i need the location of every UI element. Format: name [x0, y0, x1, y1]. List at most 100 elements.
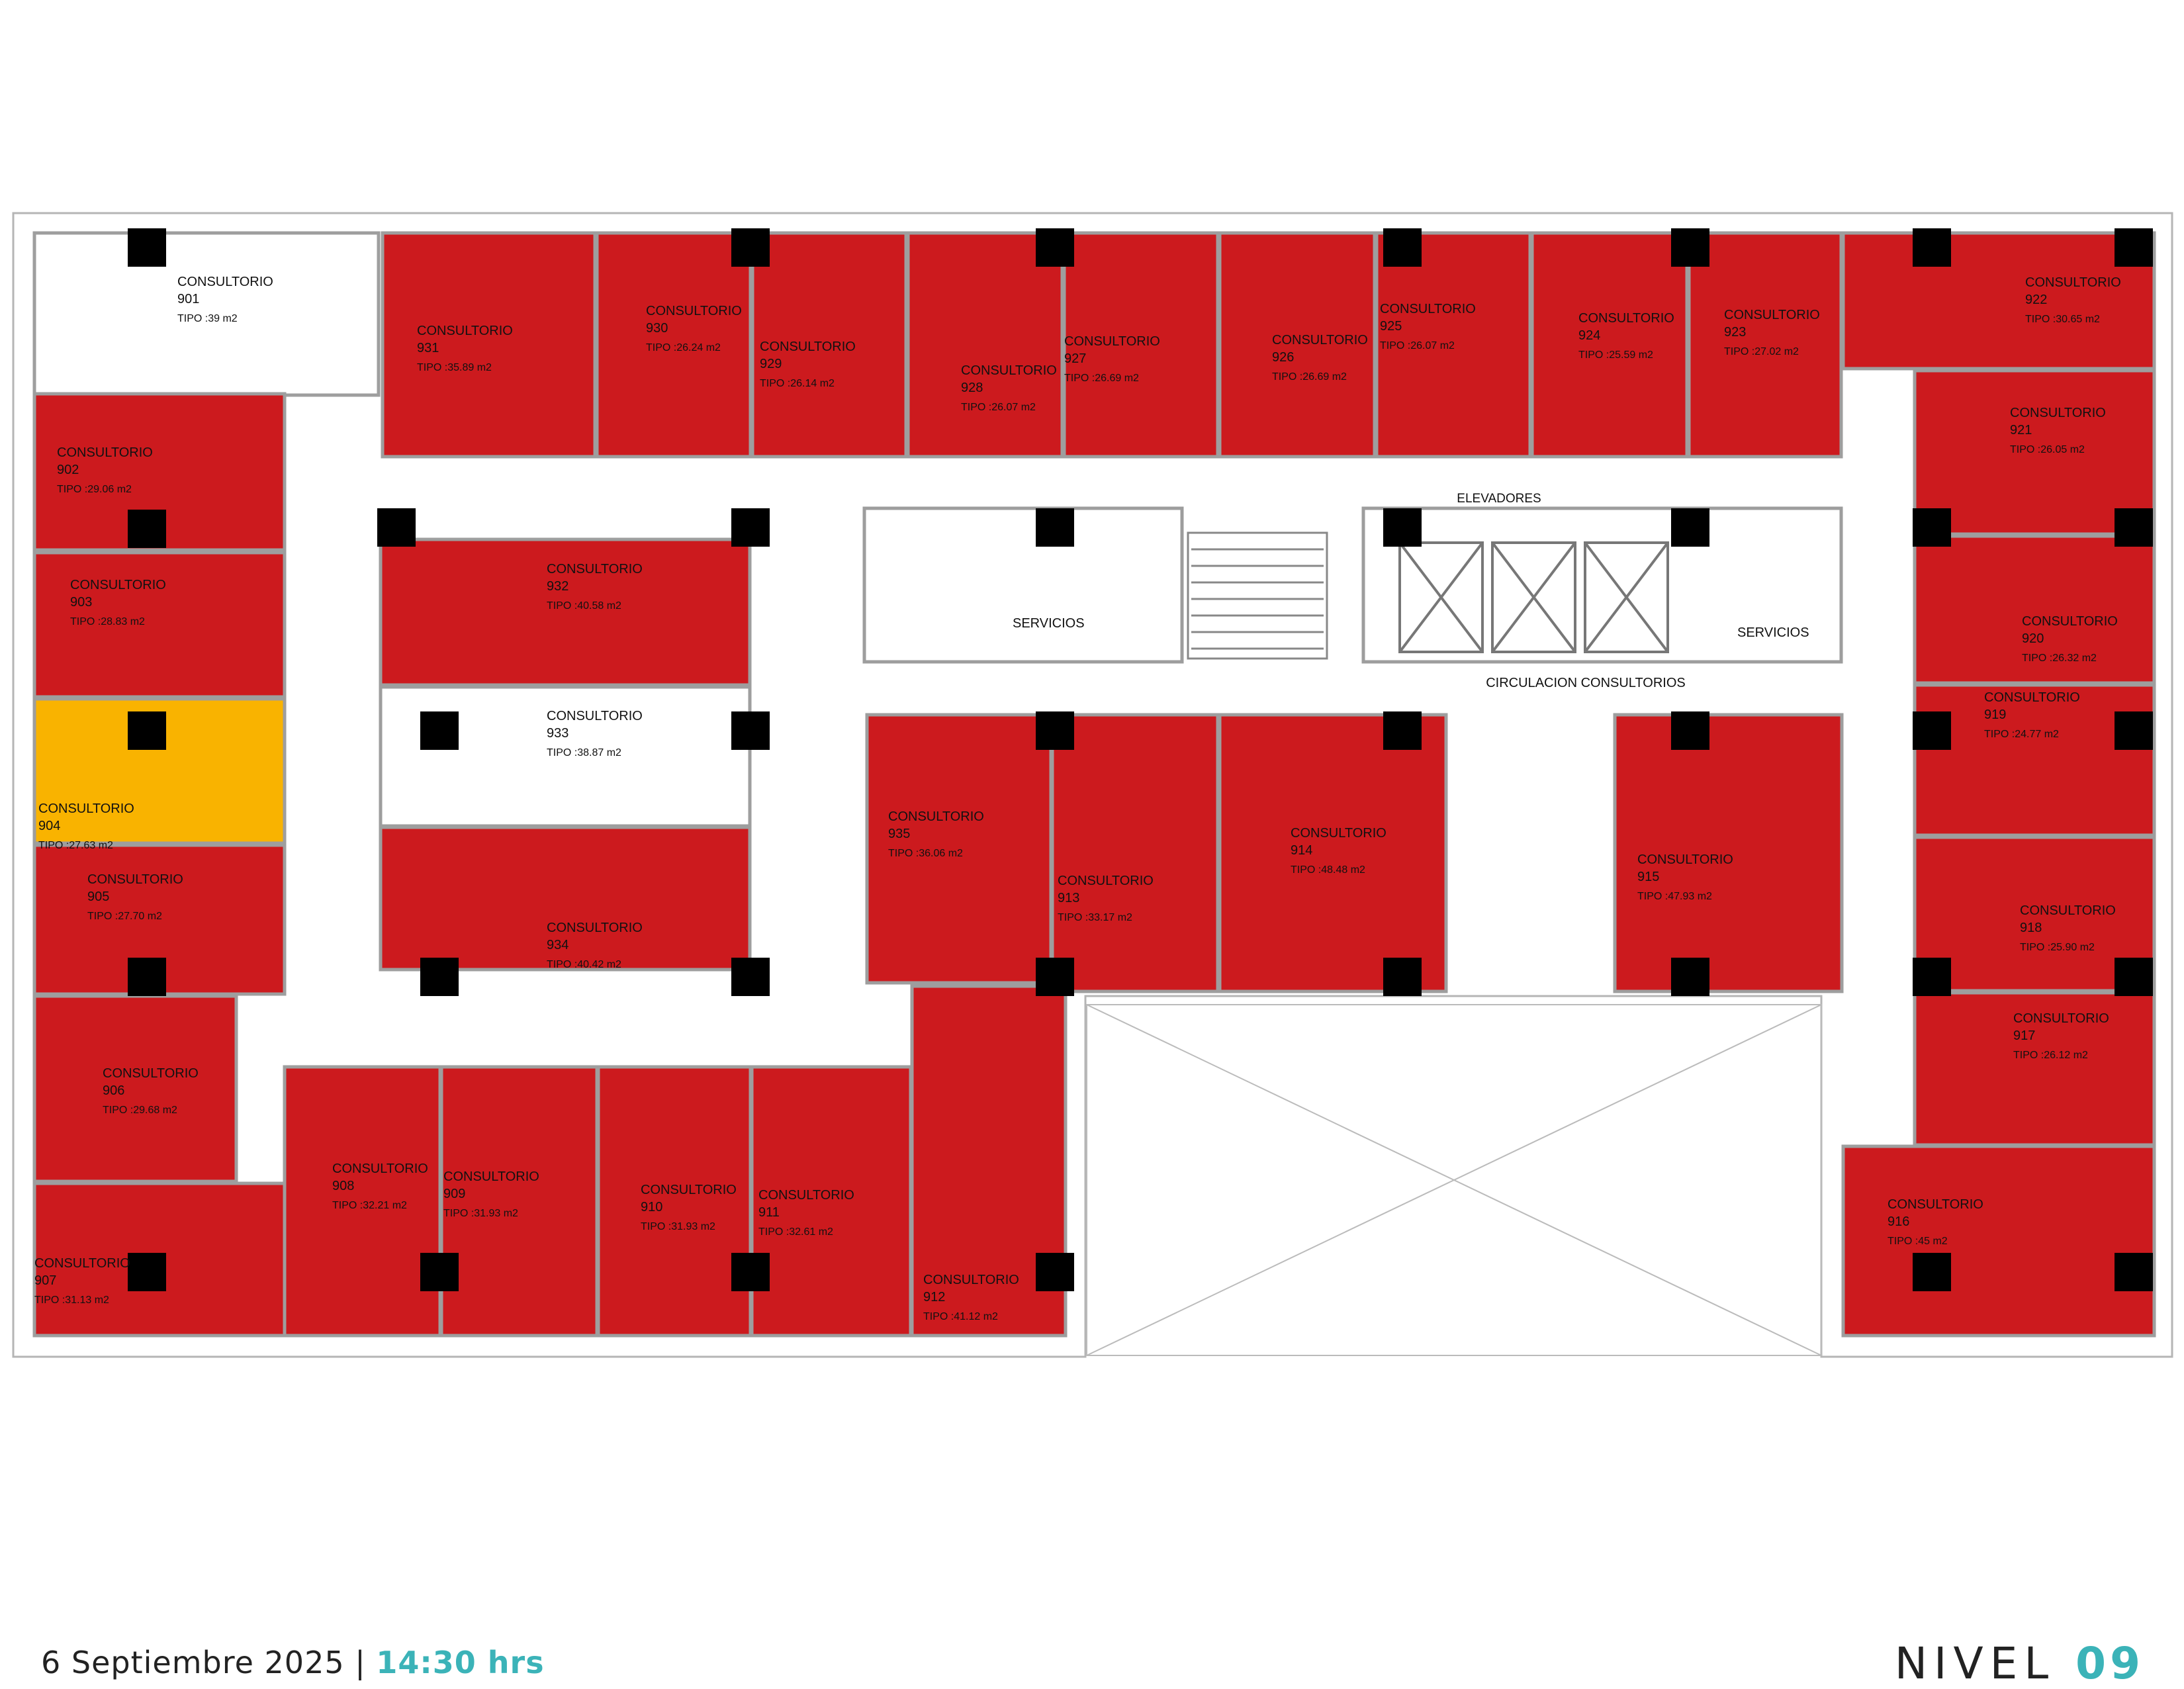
- room-916[interactable]: [1841, 1144, 2156, 1338]
- room-920[interactable]: [1913, 534, 2156, 685]
- room-904[interactable]: [32, 697, 287, 845]
- room-926-number: 926: [1272, 350, 1294, 365]
- room-921-number: 921: [2010, 423, 2032, 437]
- room-919[interactable]: [1913, 683, 2156, 837]
- services-core: [862, 506, 1843, 664]
- room-921-type: TIPO :26.05 m2: [2010, 444, 2085, 455]
- room-928-title: CONSULTORIO: [961, 363, 1057, 378]
- room-918[interactable]: [1913, 835, 2156, 993]
- building-outline: [12, 212, 2173, 1358]
- room-909[interactable]: [439, 1065, 599, 1338]
- room-932[interactable]: [379, 537, 752, 687]
- room-935[interactable]: [865, 713, 1053, 985]
- room-929[interactable]: [751, 231, 908, 459]
- room-901[interactable]: [32, 231, 381, 397]
- structural-column: [1913, 711, 1951, 750]
- room-920-number: 920: [2022, 631, 2044, 646]
- room-913-type: TIPO :33.17 m2: [1058, 912, 1132, 923]
- room-934[interactable]: [379, 825, 752, 972]
- structural-column: [731, 1253, 770, 1291]
- room-929-title: CONSULTORIO: [760, 340, 856, 354]
- room-928[interactable]: [906, 231, 1064, 459]
- room-903-type: TIPO :28.83 m2: [70, 616, 145, 627]
- room-902-type: TIPO :29.06 m2: [57, 484, 132, 495]
- room-931-type: TIPO :35.89 m2: [417, 362, 492, 373]
- structural-column: [420, 1253, 459, 1291]
- room-934-type: TIPO :40.42 m2: [547, 959, 621, 970]
- room-931[interactable]: [381, 231, 597, 459]
- room-934-title: CONSULTORIO: [547, 921, 643, 935]
- room-925[interactable]: [1375, 231, 1532, 459]
- structural-column: [2115, 1253, 2153, 1291]
- structural-column: [1913, 1253, 1951, 1291]
- room-921[interactable]: [1913, 369, 2156, 536]
- room-901-type: TIPO :39 m2: [177, 313, 238, 324]
- room-919-type: TIPO :24.77 m2: [1984, 729, 2059, 740]
- room-933-title: CONSULTORIO: [547, 709, 643, 723]
- structural-column: [731, 711, 770, 750]
- services-label-left: SERVICIOS: [1013, 616, 1085, 631]
- room-913[interactable]: [1050, 713, 1220, 993]
- room-933[interactable]: [379, 685, 752, 828]
- room-924-title: CONSULTORIO: [1578, 311, 1674, 326]
- structural-column: [1036, 711, 1074, 750]
- room-920-title: CONSULTORIO: [2022, 614, 2118, 629]
- structural-column: [1383, 958, 1422, 996]
- room-910-type: TIPO :31.93 m2: [641, 1221, 715, 1232]
- room-910-number: 910: [641, 1200, 662, 1214]
- structural-column: [1036, 508, 1074, 547]
- room-917-title: CONSULTORIO: [2013, 1011, 2109, 1026]
- room-922-type: TIPO :30.65 m2: [2025, 314, 2100, 325]
- room-935-number: 935: [888, 827, 910, 841]
- room-921-title: CONSULTORIO: [2010, 406, 2106, 420]
- room-933-number: 933: [547, 726, 569, 741]
- room-914-number: 914: [1291, 843, 1312, 858]
- room-924-type: TIPO :25.59 m2: [1578, 349, 1653, 361]
- room-909-title: CONSULTORIO: [443, 1169, 539, 1184]
- room-922-title: CONSULTORIO: [2025, 275, 2121, 290]
- room-902-number: 902: [57, 463, 79, 477]
- room-914[interactable]: [1218, 713, 1448, 993]
- structural-column: [128, 228, 166, 267]
- structural-column: [420, 958, 459, 996]
- services-label-right: SERVICIOS: [1737, 625, 1809, 640]
- room-910[interactable]: [596, 1065, 752, 1338]
- room-924[interactable]: [1530, 231, 1689, 459]
- elevators-label: ELEVADORES: [1457, 492, 1541, 506]
- room-908[interactable]: [283, 1065, 442, 1338]
- room-917-type: TIPO :26.12 m2: [2013, 1050, 2088, 1061]
- room-935-type: TIPO :36.06 m2: [888, 848, 963, 859]
- footer-date: 6 Septiembre 2025 | 14:30 hrs: [41, 1645, 545, 1680]
- room-908-number: 908: [332, 1179, 354, 1193]
- room-922[interactable]: [1841, 231, 2156, 371]
- room-916-type: TIPO :45 m2: [1888, 1236, 1948, 1247]
- room-927[interactable]: [1062, 231, 1220, 459]
- room-931-title: CONSULTORIO: [417, 324, 513, 338]
- room-930[interactable]: [595, 231, 752, 459]
- room-915[interactable]: [1613, 713, 1844, 993]
- room-903[interactable]: [32, 551, 287, 699]
- room-927-number: 927: [1064, 351, 1086, 366]
- room-914-type: TIPO :48.48 m2: [1291, 864, 1365, 876]
- level-indicator: NIVEL 09: [1895, 1638, 2144, 1689]
- room-925-type: TIPO :26.07 m2: [1380, 340, 1455, 351]
- room-909-number: 909: [443, 1187, 465, 1201]
- room-904-number: 904: [38, 819, 60, 833]
- room-926[interactable]: [1218, 231, 1377, 459]
- room-909-type: TIPO :31.93 m2: [443, 1208, 518, 1219]
- room-924-number: 924: [1578, 328, 1600, 343]
- room-917[interactable]: [1913, 991, 2156, 1147]
- room-923[interactable]: [1687, 231, 1843, 459]
- structural-column: [731, 228, 770, 267]
- room-931-number: 931: [417, 341, 439, 355]
- room-927-type: TIPO :26.69 m2: [1064, 373, 1139, 384]
- room-922-number: 922: [2025, 293, 2047, 307]
- date-text: 6 Septiembre 2025: [41, 1645, 345, 1680]
- room-906[interactable]: [32, 994, 238, 1183]
- room-914-title: CONSULTORIO: [1291, 826, 1387, 841]
- room-932-title: CONSULTORIO: [547, 562, 643, 576]
- structural-column: [128, 958, 166, 996]
- room-905-type: TIPO :27.70 m2: [87, 911, 162, 922]
- room-912-number: 912: [923, 1290, 945, 1304]
- structural-column: [2115, 958, 2153, 996]
